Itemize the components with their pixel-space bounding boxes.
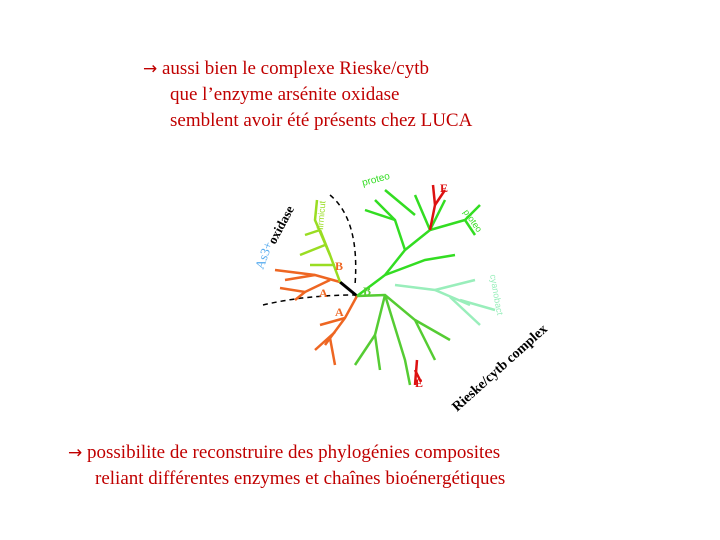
bottom-statement-line-1: → possibilite de reconstruire des phylog… bbox=[68, 440, 505, 466]
mid-green-clade bbox=[353, 293, 451, 386]
root-branch bbox=[339, 280, 358, 298]
arrow-right-icon: → bbox=[68, 443, 83, 463]
yellow-green-clade bbox=[299, 199, 342, 283]
tree-label-a-left: A bbox=[319, 286, 328, 300]
tree-label-a-lower: A bbox=[335, 305, 344, 319]
bright-green-clade bbox=[356, 189, 481, 297]
dashed-boundary-upper bbox=[329, 194, 357, 286]
bottom-statement-text-1: possibilite de reconstruire des phylogén… bbox=[87, 442, 501, 463]
top-statement-text-1: aussi bien le complexe Rieske/cytb bbox=[162, 58, 429, 79]
tree-label-proteo-top: proteo bbox=[361, 171, 392, 189]
tree-label-e-top: E bbox=[440, 181, 448, 195]
bottom-statement-line-2: reliant différentes enzymes et chaînes b… bbox=[95, 468, 506, 489]
top-statement-line-1: → aussi bien le complexe Rieske/cytb bbox=[143, 56, 472, 82]
orange-clade bbox=[274, 268, 359, 366]
dashed-boundary-lower bbox=[262, 294, 356, 306]
tree-label-b-upper: B bbox=[335, 259, 343, 273]
tree-label-e-bottom: E bbox=[415, 376, 423, 390]
top-statement-line-2: que l’enzyme arsénite oxidase bbox=[170, 84, 400, 105]
top-statement-line-3: semblent avoir été présents chez LUCA bbox=[170, 110, 473, 131]
top-statement: → aussi bien le complexe Rieske/cytb que… bbox=[143, 56, 472, 134]
bottom-statement: → possibilite de reconstruire des phylog… bbox=[68, 440, 505, 492]
red-clade bbox=[413, 184, 447, 386]
tree-label-b-lower: B bbox=[363, 284, 371, 298]
light-green-clade bbox=[394, 278, 496, 326]
phylogenetic-tree-figure: As3+ oxidase firmicut proteo proteo cyan… bbox=[252, 171, 551, 415]
tree-label-firmicute: firmicut bbox=[315, 200, 328, 230]
arrow-right-icon: → bbox=[143, 59, 158, 79]
tree-label-rieske: Rieske/cytb complex bbox=[450, 322, 551, 415]
tree-label-oxidase: oxidase bbox=[264, 203, 297, 247]
